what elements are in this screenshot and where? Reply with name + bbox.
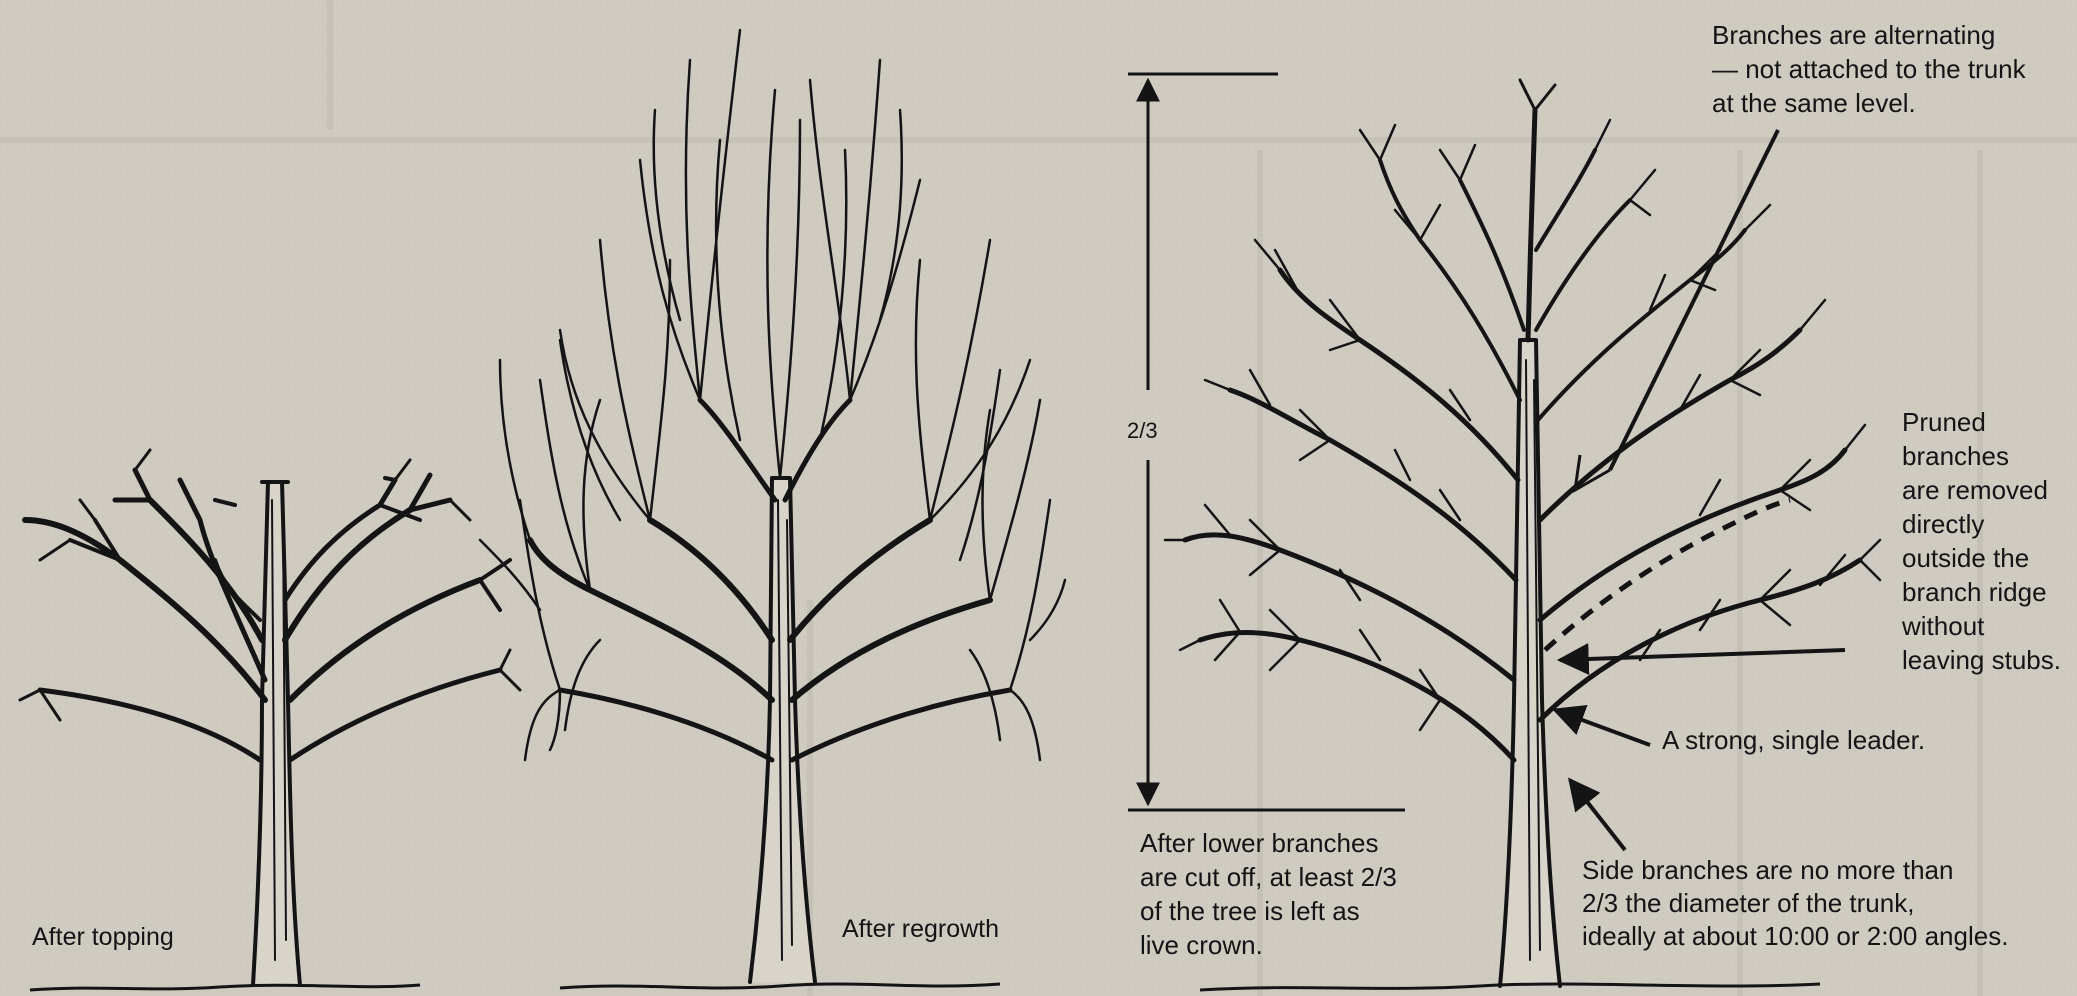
side-branches-line-1: Side branches are no more than xyxy=(1582,854,2008,887)
lower-branches-line-1: After lower branches xyxy=(1140,826,1397,860)
side-branches-line-2: 2/3 the diameter of the trunk, xyxy=(1582,887,2008,920)
pruned-line-4: directly xyxy=(1902,507,2061,541)
label-after-topping: After topping xyxy=(32,920,174,954)
alternating-line-1: Branches are alternating xyxy=(1712,18,2026,52)
pruned-line-3: are removed xyxy=(1902,473,2061,507)
lower-branches-line-2: are cut off, at least 2/3 xyxy=(1140,860,1397,894)
lower-branches-line-4: live crown. xyxy=(1140,928,1397,962)
side-branches-line-3: ideally at about 10:00 or 2:00 angles. xyxy=(1582,920,2008,953)
label-alternating: Branches are alternating — not attached … xyxy=(1712,18,2026,120)
pruned-line-2: branches xyxy=(1902,439,2061,473)
label-lower-branches: After lower branches are cut off, at lea… xyxy=(1140,826,1397,962)
label-leader: A strong, single leader. xyxy=(1662,723,1925,757)
two-thirds-marker: 2/3 xyxy=(1127,418,1158,444)
alternating-line-3: at the same level. xyxy=(1712,86,2026,120)
pruned-line-7: without xyxy=(1902,609,2061,643)
lower-branches-line-3: of the tree is left as xyxy=(1140,894,1397,928)
pruned-line-6: branch ridge xyxy=(1902,575,2061,609)
pruned-line-1: Pruned xyxy=(1902,405,2061,439)
label-pruned: Pruned branches are removed directly out… xyxy=(1902,405,2061,677)
pruned-line-8: leaving stubs. xyxy=(1902,643,2061,677)
label-side-branches: Side branches are no more than 2/3 the d… xyxy=(1582,854,2008,953)
pruned-line-5: outside the xyxy=(1902,541,2061,575)
alternating-line-2: — not attached to the trunk xyxy=(1712,52,2026,86)
label-after-regrowth: After regrowth xyxy=(842,912,999,946)
